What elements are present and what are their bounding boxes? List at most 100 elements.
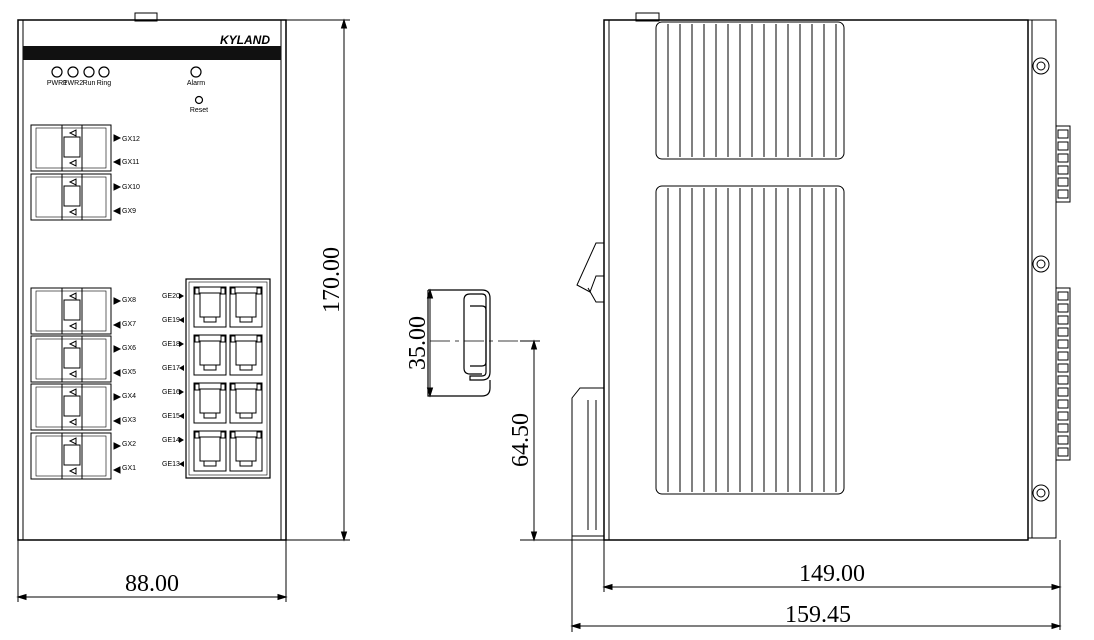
rj45-led bbox=[230, 383, 236, 391]
terminal-pin bbox=[1057, 327, 1069, 337]
rj45-port-jack bbox=[235, 292, 257, 318]
reset-label: Reset bbox=[190, 107, 208, 114]
dimension-depth-label: 149.00 bbox=[799, 561, 865, 587]
sfp-latch bbox=[63, 136, 81, 158]
terminal-pin bbox=[1057, 363, 1069, 373]
terminal-pin bbox=[1057, 189, 1069, 199]
terminal-block bbox=[1055, 125, 1071, 203]
terminal-pin bbox=[1057, 411, 1069, 421]
sfp-latch bbox=[63, 347, 81, 369]
sfp-arrow-up bbox=[68, 340, 77, 348]
alarm-label: Alarm bbox=[187, 80, 205, 87]
terminal-block bbox=[1055, 287, 1071, 461]
rj45-link-arrow bbox=[179, 365, 184, 371]
sfp-cage bbox=[30, 124, 122, 172]
terminal-block-outline bbox=[1055, 287, 1071, 461]
sfp-latch bbox=[63, 299, 81, 321]
heatsink-outline bbox=[655, 21, 845, 160]
dimension-front-width bbox=[16, 540, 288, 602]
port-label-gx5: GX5 bbox=[122, 369, 136, 376]
sfp-cage bbox=[30, 287, 122, 335]
rj45-port-outline bbox=[229, 430, 263, 472]
rj45-ports bbox=[179, 286, 263, 472]
rj45-port-outline bbox=[229, 286, 263, 328]
rj45-tab bbox=[203, 364, 217, 371]
sfp-cage-outline bbox=[30, 124, 112, 172]
rj45-tab bbox=[203, 460, 217, 467]
led-label-pwr2: PWR2 bbox=[63, 80, 83, 87]
rj45-led bbox=[230, 287, 236, 295]
sfp-latch bbox=[63, 444, 81, 466]
port-label-gx9: GX9 bbox=[122, 208, 136, 215]
terminal-pin bbox=[1057, 303, 1069, 313]
terminal-pin bbox=[1057, 375, 1069, 385]
sfp-latch bbox=[63, 395, 81, 417]
terminal-pin bbox=[1057, 399, 1069, 409]
terminal-pin bbox=[1057, 141, 1069, 151]
port-label-gx8: GX8 bbox=[122, 297, 136, 304]
side-view bbox=[571, 12, 1057, 541]
rj45-port bbox=[229, 382, 263, 424]
rj45-port-jack bbox=[235, 436, 257, 462]
sfp-link-arrow bbox=[113, 183, 122, 191]
sfp-link-arrow bbox=[113, 345, 122, 353]
sfp-arrow-down bbox=[68, 322, 77, 330]
rj45-link-arrow bbox=[179, 389, 184, 395]
rj45-tab bbox=[203, 412, 217, 419]
rj45-port bbox=[229, 286, 263, 328]
led-pwr2 bbox=[67, 66, 79, 78]
rj45-led bbox=[194, 383, 200, 391]
sfp-link-arrow bbox=[112, 207, 121, 215]
rj45-link-arrow bbox=[179, 317, 184, 323]
top-clip bbox=[134, 12, 158, 22]
rj45-led bbox=[220, 287, 226, 295]
sfp-cage bbox=[30, 335, 122, 383]
port-label-ge16: GE16 bbox=[162, 389, 180, 396]
heatsink bbox=[655, 21, 845, 160]
rj45-tab bbox=[239, 316, 253, 323]
rj45-link-arrow bbox=[179, 461, 184, 467]
dimension-rail-offset bbox=[520, 339, 604, 542]
sfp-link-arrow bbox=[112, 417, 121, 425]
rj45-led bbox=[256, 335, 262, 343]
port-label-gx6: GX6 bbox=[122, 345, 136, 352]
sfp-latch bbox=[63, 185, 81, 207]
port-label-gx1: GX1 bbox=[122, 465, 136, 472]
rj45-link-arrow bbox=[179, 437, 184, 443]
dimension-height-label: 170.00 bbox=[319, 247, 345, 313]
port-label-ge15: GE15 bbox=[162, 413, 180, 420]
din-rail-profile bbox=[427, 289, 520, 397]
side-top-clip bbox=[635, 12, 660, 22]
heatsink-outline bbox=[655, 185, 845, 495]
port-label-gx4: GX4 bbox=[122, 393, 136, 400]
led-run bbox=[83, 66, 95, 78]
rj45-port-outline bbox=[193, 334, 227, 376]
rear-connectors bbox=[1055, 125, 1071, 461]
port-label-ge20: GE20 bbox=[162, 293, 180, 300]
rj45-port-outline bbox=[229, 334, 263, 376]
rj45-port-jack bbox=[235, 340, 257, 366]
port-label-ge13: GE13 bbox=[162, 461, 180, 468]
port-label-gx10: GX10 bbox=[122, 184, 140, 191]
rj45-port bbox=[193, 382, 227, 424]
sfp-cage-inner bbox=[35, 127, 107, 169]
led-group bbox=[51, 66, 204, 105]
rj45-port-jack bbox=[199, 340, 221, 366]
sfp-link-arrow bbox=[113, 297, 122, 305]
dimension-depth bbox=[602, 540, 1062, 630]
sfp-cage-inner bbox=[35, 176, 107, 218]
rj45-labels: GE20 GE19 GE18 GE17 GE16 GE15 GE14 GE13 bbox=[162, 293, 180, 468]
terminal-pin bbox=[1057, 423, 1069, 433]
rj45-tab bbox=[203, 316, 217, 323]
terminal-pin bbox=[1057, 435, 1069, 445]
sfp-cage-outline bbox=[30, 335, 112, 383]
rj45-port-outline bbox=[193, 430, 227, 472]
led-label-pwr1: PWR1 bbox=[47, 80, 67, 87]
led-label-run: Run bbox=[83, 80, 96, 87]
terminal-pin bbox=[1057, 315, 1069, 325]
sfp-cage-inner bbox=[35, 435, 107, 477]
rj45-port bbox=[229, 430, 263, 472]
sfp-cage bbox=[30, 432, 122, 480]
sfp-arrow-up bbox=[68, 437, 77, 445]
